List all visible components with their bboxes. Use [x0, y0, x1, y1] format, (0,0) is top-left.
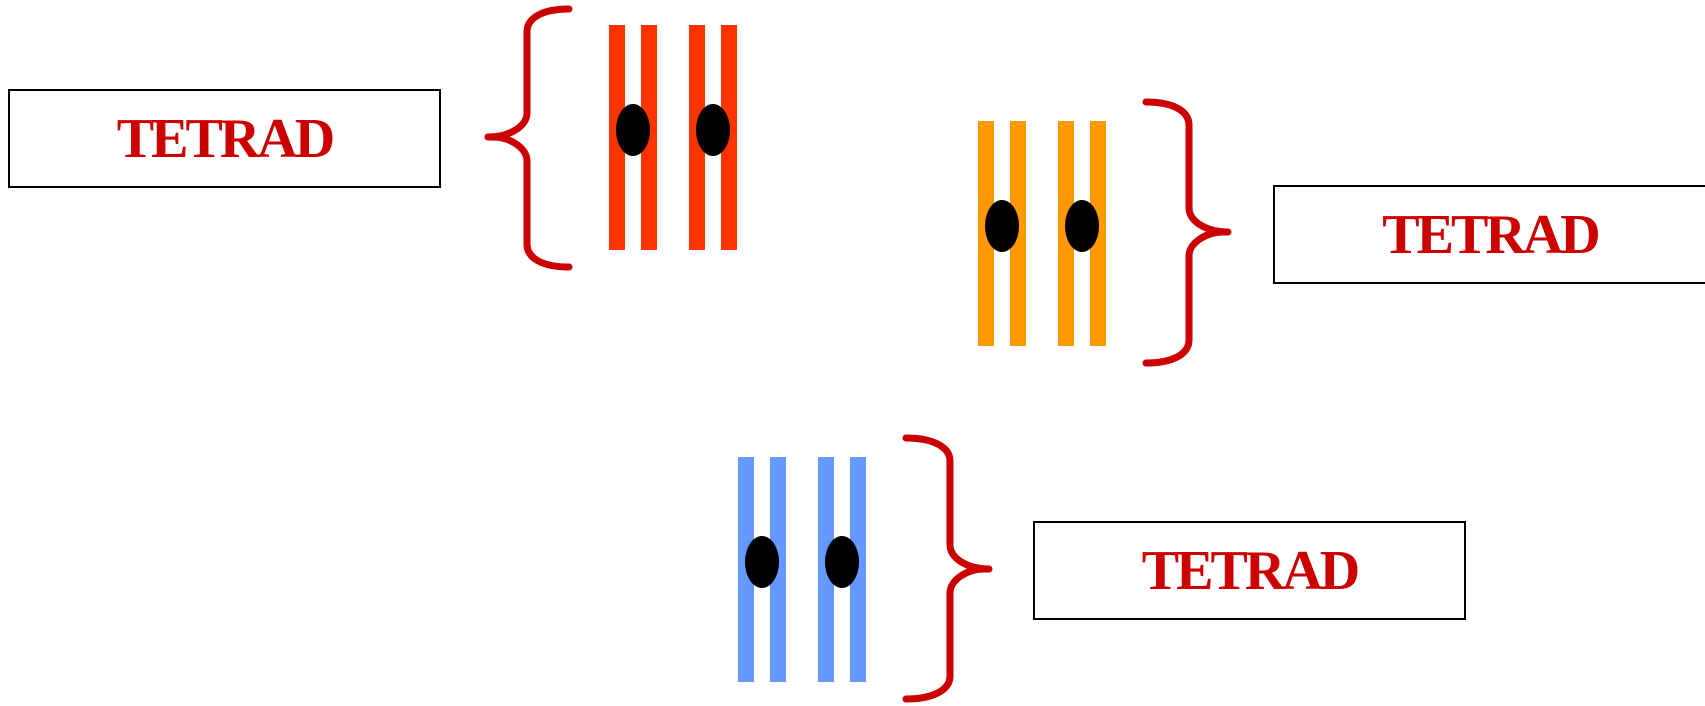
left-brace	[484, 5, 573, 271]
tetrad-label-2: TETRAD	[1382, 203, 1600, 266]
centromere	[745, 536, 779, 588]
tetrad-label-box-1: TETRAD	[8, 89, 441, 188]
centromere	[985, 200, 1019, 252]
centromere	[1065, 200, 1099, 252]
centromere	[825, 536, 859, 588]
tetrad-2	[978, 98, 1232, 367]
tetrad-label-box-2: TETRAD	[1273, 185, 1705, 284]
tetrad-1	[484, 5, 737, 271]
right-brace	[1142, 98, 1232, 367]
tetrad-label-3: TETRAD	[1141, 539, 1360, 602]
tetrad-label-box-3: TETRAD	[1033, 521, 1466, 620]
centromere	[616, 104, 650, 156]
right-brace	[902, 434, 993, 703]
tetrad-label-1: TETRAD	[116, 107, 335, 170]
tetrad-3	[738, 434, 993, 703]
centromere	[696, 104, 730, 156]
